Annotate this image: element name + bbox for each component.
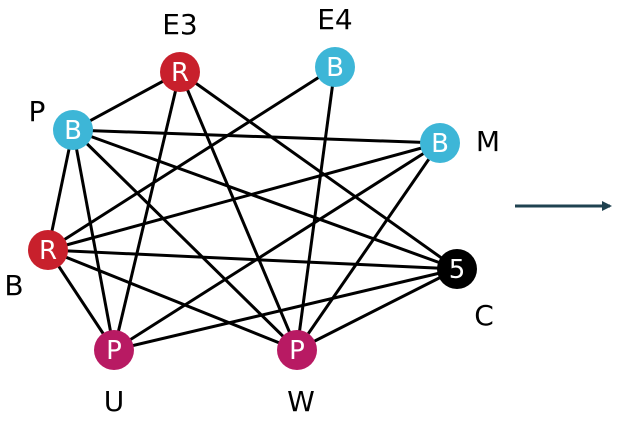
edge-p-e3 <box>72 70 181 132</box>
edge-c-u <box>113 267 458 352</box>
edge-e3-c <box>179 70 458 271</box>
node-circle <box>437 249 477 289</box>
node-c: 5C <box>437 249 494 332</box>
node-w: PW <box>277 330 317 418</box>
node-circle <box>315 47 355 87</box>
edge-p-w <box>71 128 299 352</box>
node-label: P <box>29 95 46 128</box>
edge-m-w <box>295 142 442 351</box>
node-label: E4 <box>317 3 353 36</box>
edge-c-w <box>296 267 458 352</box>
node-letter: P <box>106 336 122 366</box>
node-letter: B <box>431 129 449 159</box>
node-letter: B <box>64 116 82 146</box>
edge-p-c <box>72 128 458 271</box>
node-p: BP <box>29 95 93 150</box>
node-u: PU <box>94 330 134 418</box>
edge-e4-b <box>47 65 336 252</box>
edge-p-b <box>46 129 75 251</box>
node-circle <box>277 330 317 370</box>
node-label: U <box>104 385 125 418</box>
node-letter: R <box>171 58 189 88</box>
edge-b-c <box>47 248 458 271</box>
edge-b-w <box>47 248 298 352</box>
node-letter: B <box>326 53 344 83</box>
edge-e3-u <box>112 71 182 351</box>
node-letter: P <box>289 336 305 366</box>
node-label: M <box>476 125 500 158</box>
node-letter: R <box>39 236 57 266</box>
node-label: E3 <box>162 8 198 41</box>
node-b: RB <box>4 230 68 302</box>
edge-e4-w <box>295 66 337 351</box>
node-label: W <box>287 385 315 418</box>
node-circle <box>28 230 68 270</box>
node-label: C <box>474 299 494 332</box>
edge-m-u <box>113 141 441 352</box>
edge-e3-w <box>178 71 299 351</box>
edge-p-m <box>72 128 441 145</box>
node-label: B <box>4 269 23 302</box>
node-letter: 5 <box>449 255 466 285</box>
node-circle <box>53 110 93 150</box>
node-circle <box>160 52 200 92</box>
node-circle <box>420 123 460 163</box>
edge-p-u <box>71 129 116 351</box>
node-e4: B E4 <box>315 3 355 87</box>
node-e3: R E3 <box>160 8 200 92</box>
edge-m-b <box>47 141 441 252</box>
edges-group <box>46 65 458 352</box>
node-circle <box>94 330 134 370</box>
